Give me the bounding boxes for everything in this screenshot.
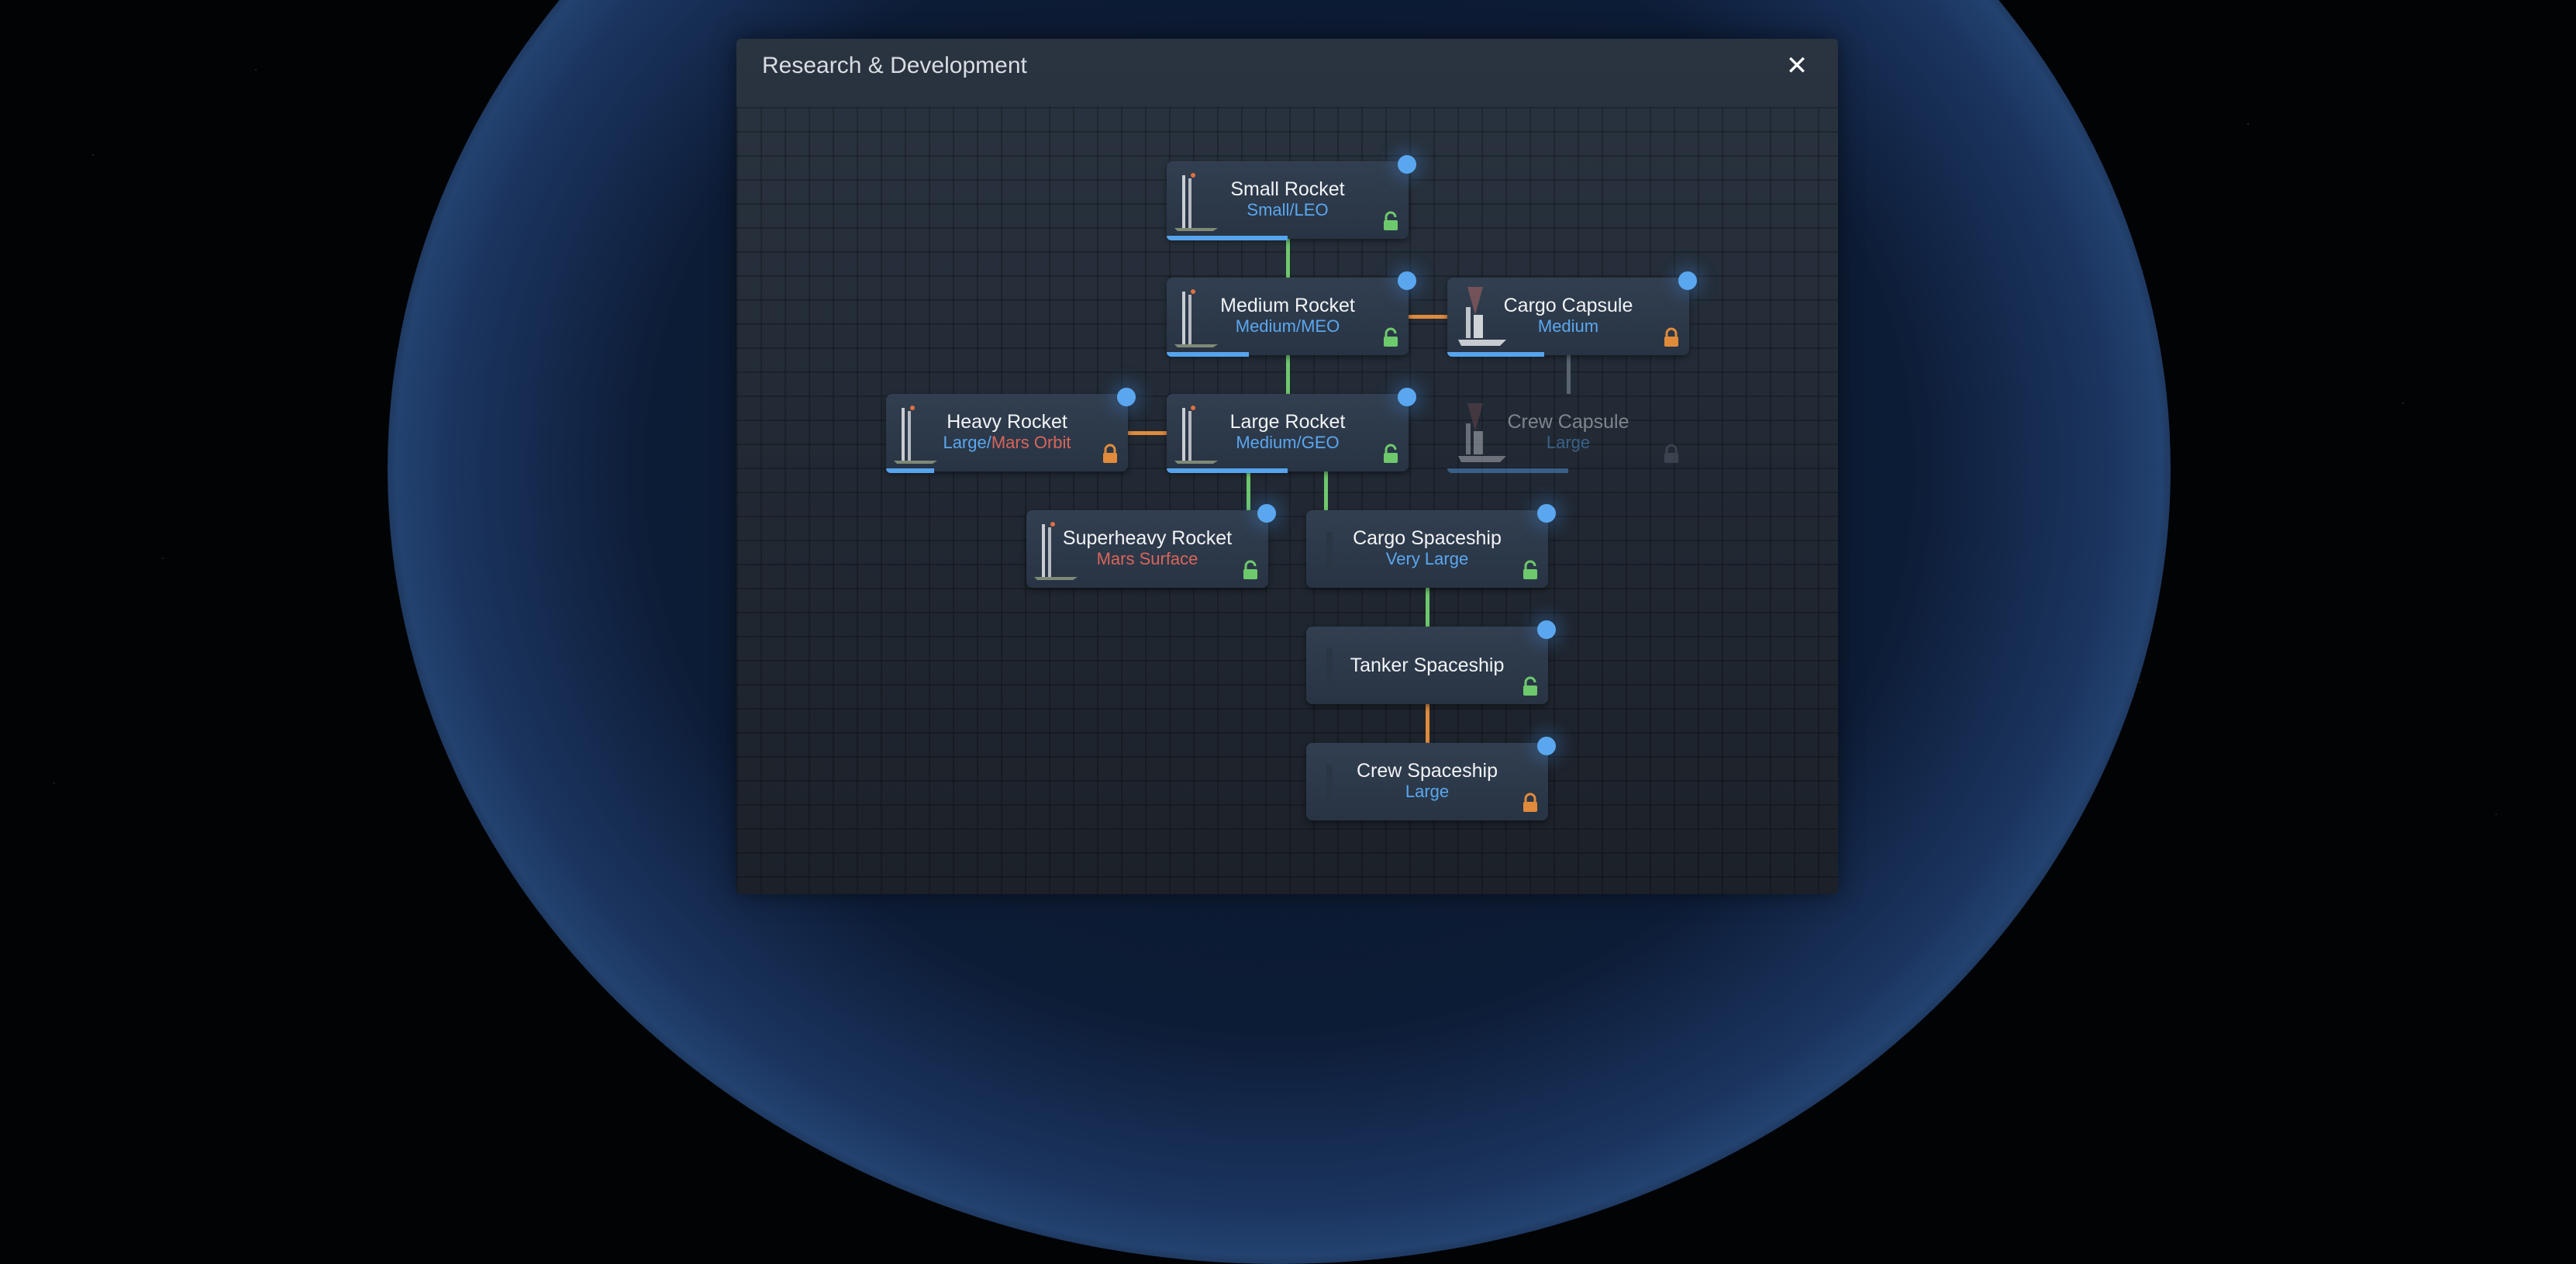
tech-node-subtitle: Very Large <box>1306 549 1548 569</box>
tech-node-subtitle: Mars Surface <box>1026 549 1268 569</box>
rocket-thumbnail-icon <box>1031 516 1099 582</box>
capsule-thumbnail-icon <box>1452 284 1520 349</box>
destination-label: Mars Orbit <box>991 433 1071 452</box>
lock-open-icon <box>1382 327 1399 347</box>
lock-open-icon <box>1522 676 1539 696</box>
research-progress-bar <box>1167 236 1288 240</box>
lock-open-icon <box>1382 211 1399 231</box>
status-indicator-dot <box>1257 504 1276 523</box>
tech-node-name: Medium Rocket <box>1220 295 1355 316</box>
spaceship-thumbnail-icon <box>1311 749 1379 814</box>
research-progress-bar <box>1167 468 1288 473</box>
lock-open-icon <box>1522 560 1539 580</box>
close-x-icon[interactable]: ✕ <box>1785 50 1809 81</box>
rocket-thumbnail-icon <box>1171 400 1240 465</box>
lock-closed-icon <box>1102 444 1119 464</box>
lock-open-icon <box>1382 444 1399 464</box>
lock-closed-icon <box>1663 444 1680 464</box>
tree-link-medium-rocket-to-cargo-capsule <box>1409 315 1447 319</box>
status-indicator-dot <box>1537 504 1556 523</box>
size-label: Medium/MEO <box>1235 316 1340 336</box>
research-progress-bar <box>1447 468 1568 473</box>
size-label: Small/LEO <box>1247 200 1329 219</box>
status-indicator-dot <box>1117 388 1136 406</box>
tech-node-name: Crew Spaceship <box>1356 760 1498 782</box>
research-progress-bar <box>1167 352 1250 357</box>
tech-node-name: Heavy Rocket <box>947 411 1067 433</box>
spaceship-thumbnail-icon <box>1311 633 1379 698</box>
tech-node-subtitle: Large/Mars Orbit <box>886 433 1128 453</box>
tech-node-name: Cargo Spaceship <box>1353 527 1502 549</box>
capsule-thumbnail-icon <box>1452 400 1520 465</box>
tech-node-subtitle: Large <box>1447 433 1689 453</box>
tech-node-name: Cargo Capsule <box>1503 295 1633 316</box>
research-progress-bar <box>1447 352 1544 357</box>
tech-node-subtitle: Medium <box>1447 316 1689 337</box>
destination-label: Mars Surface <box>1096 549 1198 568</box>
status-indicator-dot <box>1537 620 1556 639</box>
tree-link-tanker-spaceship-to-crew-spaceship <box>1426 704 1429 743</box>
tech-node-name: Small Rocket <box>1230 178 1345 200</box>
lock-closed-icon <box>1663 327 1680 347</box>
tree-link-medium-rocket-to-large-rocket <box>1286 355 1290 394</box>
tech-node-name: Crew Capsule <box>1507 411 1629 433</box>
tree-link-large-rocket-to-cargo-spaceship <box>1324 471 1328 510</box>
tree-link-large-rocket-to-heavy-rocket <box>1128 431 1167 435</box>
tech-node-subtitle: Small/LEO <box>1167 200 1409 220</box>
status-indicator-dot <box>1398 388 1416 406</box>
status-indicator-dot <box>1678 271 1697 290</box>
tree-link-cargo-spaceship-to-tanker-spaceship <box>1426 588 1429 627</box>
status-indicator-dot <box>1537 737 1556 755</box>
lock-closed-icon <box>1522 793 1539 813</box>
status-indicator-dot <box>1398 271 1416 290</box>
dialog-title: Research & Development <box>762 53 1027 78</box>
size-label: Large <box>1546 433 1591 452</box>
research-progress-bar <box>886 468 935 473</box>
tech-node-name: Superheavy Rocket <box>1062 527 1233 549</box>
tech-node-tanker-spaceship[interactable]: Tanker Spaceship <box>1306 620 1556 704</box>
tech-node-subtitle: Large <box>1306 782 1548 802</box>
size-label: Medium <box>1537 316 1599 336</box>
tree-link-cargo-capsule-to-crew-capsule <box>1567 355 1571 394</box>
size-label: Very Large <box>1385 549 1469 568</box>
spaceship-thumbnail-icon <box>1311 516 1379 582</box>
tree-link-small-rocket-to-medium-rocket <box>1286 239 1290 278</box>
rocket-thumbnail-icon <box>891 400 959 465</box>
size-label: Medium/GEO <box>1236 433 1340 452</box>
tech-node-name: Tanker Spaceship <box>1350 654 1505 676</box>
tech-node-subtitle: Medium/MEO <box>1167 316 1409 337</box>
tech-node-subtitle: Medium/GEO <box>1167 433 1409 453</box>
tech-node-name: Large Rocket <box>1229 411 1346 433</box>
lock-open-icon <box>1242 560 1259 580</box>
size-label: Large <box>1405 782 1450 801</box>
rocket-thumbnail-icon <box>1171 284 1240 349</box>
status-indicator-dot <box>1398 155 1416 174</box>
rocket-thumbnail-icon <box>1171 167 1240 233</box>
tree-link-large-rocket-to-superheavy-rocket <box>1247 471 1250 510</box>
size-label: Large/ <box>943 433 991 452</box>
